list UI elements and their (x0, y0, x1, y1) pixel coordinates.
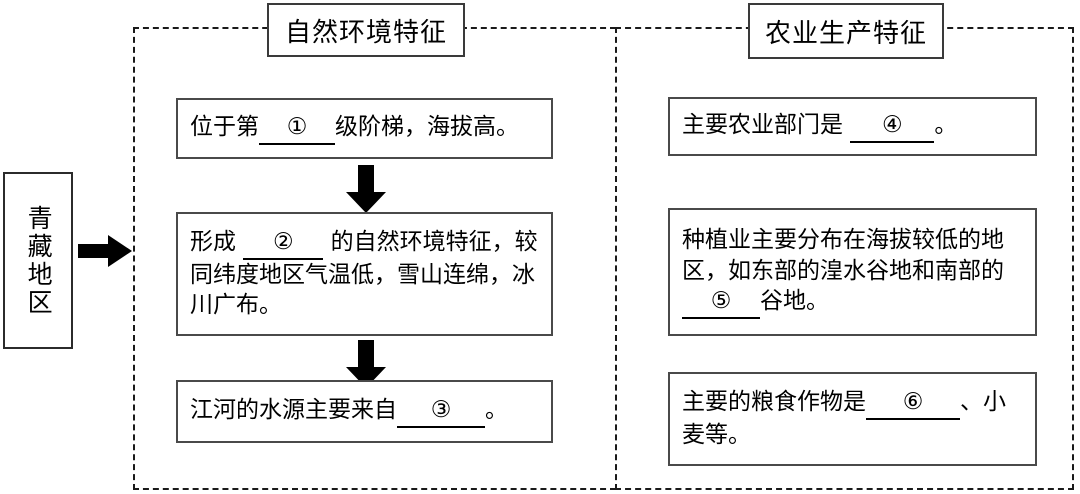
box-planting-area-text-after: 谷地。 (760, 288, 829, 315)
caption-natural-environment: 自然环境特征 (267, 3, 465, 57)
box-elevation-text-before: 位于第 (190, 114, 259, 141)
caption-agriculture: 农业生产特征 (748, 3, 944, 59)
caption-natural-environment-label: 自然环境特征 (284, 17, 447, 48)
arrow-down-icon (346, 340, 386, 388)
box-cold-feature-text-after: 的自然环境特征，较同纬度地区气温低，雪山连绵，冰川广布。 (190, 229, 538, 319)
box-cold-feature-blank[interactable]: ② (243, 227, 324, 260)
box-river-source-text-after: 。 (485, 397, 508, 424)
box-main-sector-blank[interactable]: ④ (850, 110, 935, 143)
box-main-crops-text-after: 、小麦等。 (682, 389, 1006, 448)
caption-agriculture-label: 农业生产特征 (764, 18, 927, 49)
box-river-source-text-before: 江河的水源主要来自 (190, 397, 397, 424)
root-region-box: 青藏地区 (3, 172, 73, 349)
arrow-down-icon (346, 165, 386, 213)
box-main-crops-text-before: 主要的粮食作物是 (682, 389, 866, 416)
box-planting-area-text-before: 种植业主要分布在海拔较低的地区，如东部的湟水谷地和南部的 (682, 227, 1004, 284)
box-cold-feature-text-before: 形成 (190, 229, 236, 256)
box-main-sector-text-after: 。 (934, 112, 958, 139)
box-cold-feature: 形成 ② 的自然环境特征，较同纬度地区气温低，雪山连绵，冰川广布。 (176, 212, 553, 336)
box-main-sector: 主要农业部门是 ④。 (668, 97, 1037, 156)
box-river-source-blank[interactable]: ③ (397, 395, 485, 428)
box-elevation-text-after: 级阶梯，海拔高。 (335, 114, 519, 141)
root-region-label: 青藏地区 (24, 204, 54, 317)
box-elevation-blank[interactable]: ① (259, 112, 335, 145)
arrow-right-icon (78, 235, 132, 267)
box-main-sector-text-before: 主要农业部门是 (682, 112, 843, 139)
box-planting-area-blank[interactable]: ⑤ (682, 286, 760, 319)
box-main-crops-blank[interactable]: ⑥ (866, 387, 960, 420)
